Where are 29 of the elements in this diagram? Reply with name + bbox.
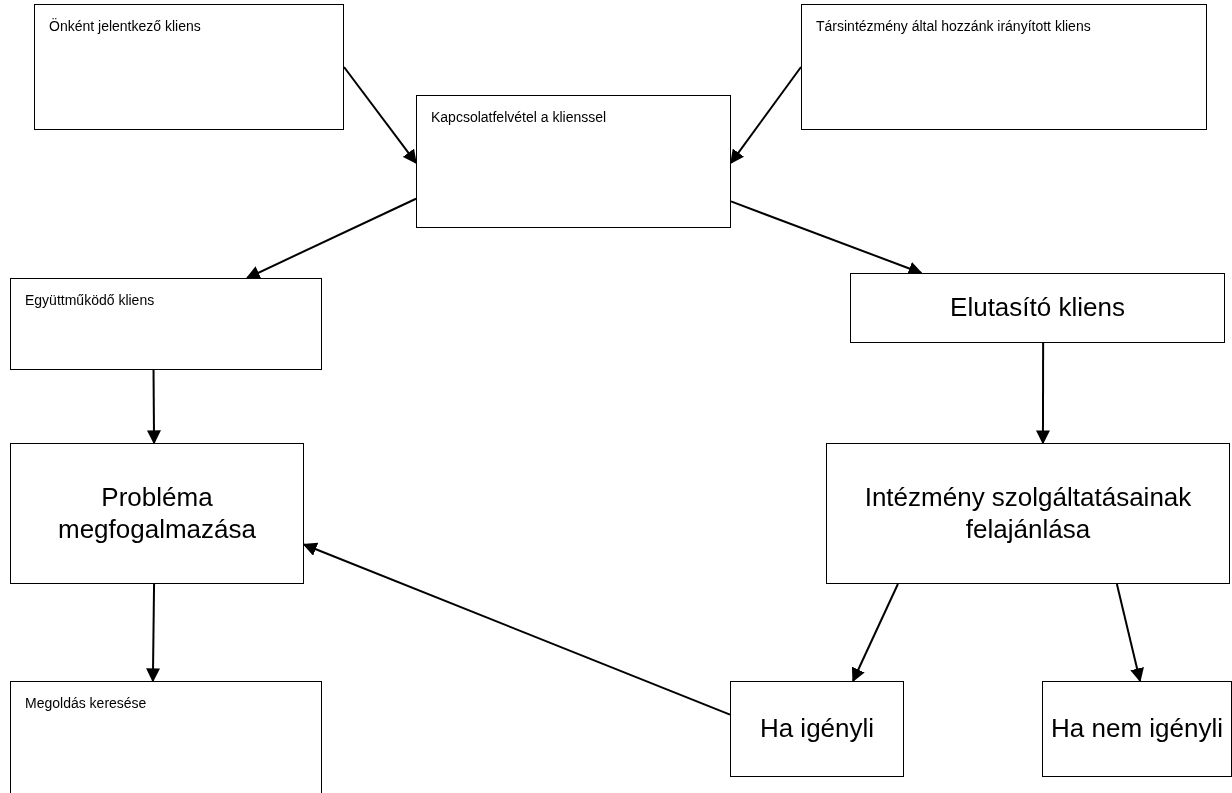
box-label: Kapcsolatfelvétel a klienssel	[431, 109, 607, 125]
box-label: Intézmény szolgáltatásainak felajánlása	[863, 482, 1193, 545]
arrow	[1035, 342, 1050, 445]
arrow	[1115, 583, 1144, 683]
arrow	[146, 369, 161, 445]
arrow	[302, 542, 731, 716]
process-box	[416, 95, 731, 228]
box-label: Ha nem igényli	[1051, 713, 1223, 745]
process-box	[730, 681, 904, 777]
box-label: Elutasító kliens	[950, 292, 1125, 324]
process-box	[826, 443, 1230, 584]
arrow	[851, 583, 899, 683]
box-label: Megoldás keresése	[25, 695, 147, 711]
process-box	[10, 278, 322, 370]
arrow	[245, 197, 417, 279]
process-box	[850, 273, 1225, 343]
arrow	[730, 66, 802, 164]
process-box	[34, 4, 344, 130]
box-label: Társintézmény által hozzánk irányított kliens	[816, 18, 1091, 34]
arrow	[343, 66, 417, 164]
process-box	[10, 443, 304, 584]
process-box	[10, 681, 322, 793]
process-box	[1042, 681, 1232, 777]
box-label: Probléma megfogalmazása	[57, 482, 257, 545]
box-label: Önként jelentkező kliens	[49, 18, 201, 34]
arrow	[146, 583, 161, 683]
process-box	[801, 4, 1207, 130]
box-label: Együttműködő kliens	[25, 292, 155, 308]
box-label: Ha igényli	[759, 713, 875, 745]
